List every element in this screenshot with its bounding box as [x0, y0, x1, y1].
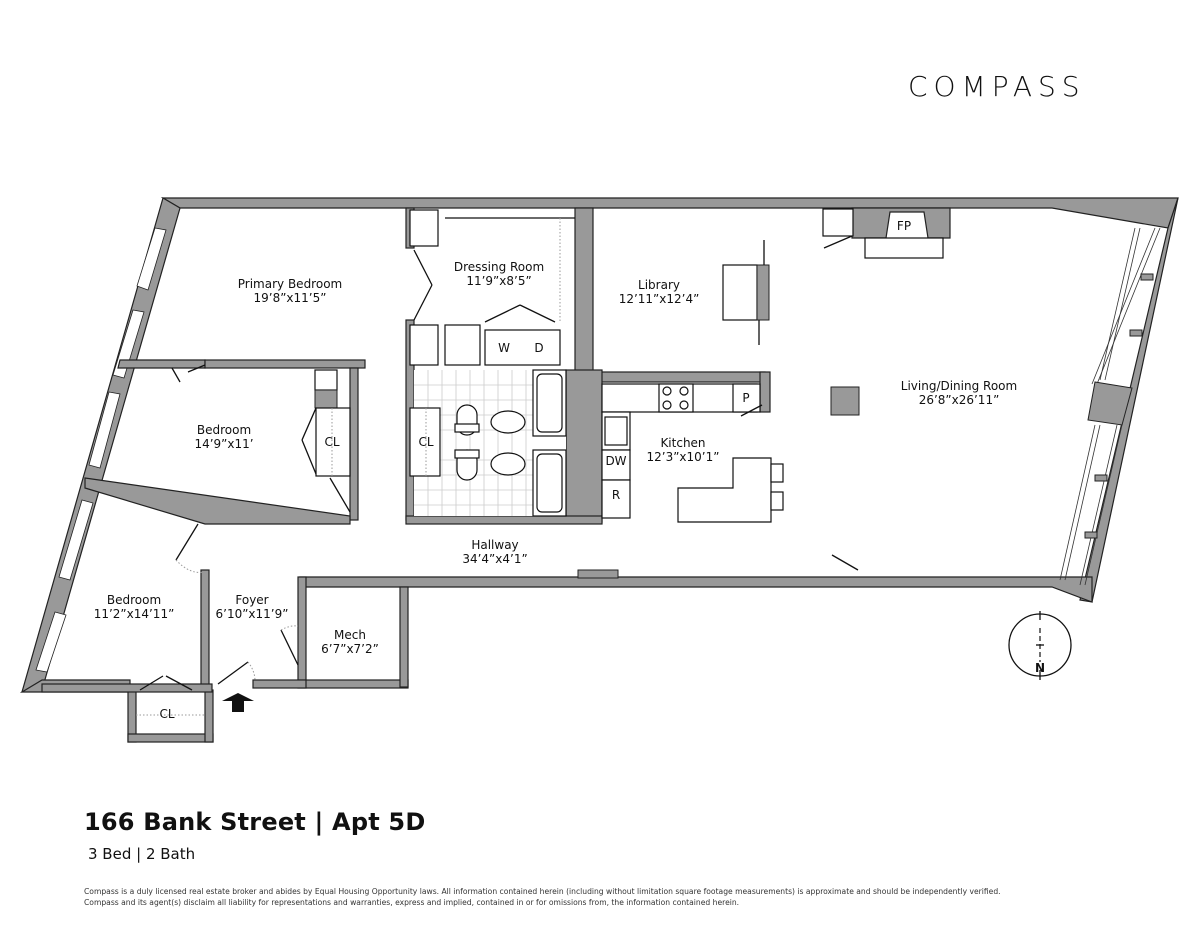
room-dims-dressing-room: 11’9”x8’5”: [466, 274, 531, 288]
room-name-dressing-room: Dressing Room: [454, 260, 544, 274]
disclaimer-line-2: Compass and its agent(s) disclaim all li…: [84, 898, 740, 907]
room-name-kitchen: Kitchen: [660, 436, 705, 450]
bedroom-closet: [301, 369, 351, 477]
room-dims-kitchen: 12’3”x10’1”: [647, 450, 720, 464]
right-windows: [1059, 227, 1161, 586]
bathrooms: [409, 369, 567, 517]
room-name-foyer: Foyer: [235, 593, 268, 607]
room-name-library: Library: [638, 278, 680, 292]
closet-label-bedroom: CL: [324, 435, 339, 449]
closet-label-bedroom-3: CL: [159, 707, 174, 721]
compass-north-label: N: [1035, 661, 1045, 675]
legal-disclaimer: Compass is a duly licensed real estate b…: [84, 886, 1184, 908]
refrigerator-label: R: [612, 488, 620, 502]
room-name-living-dining: Living/Dining Room: [901, 379, 1017, 393]
room-dims-bedroom-2: 14’9”x11’: [194, 437, 253, 451]
disclaimer-line-1: Compass is a duly licensed real estate b…: [84, 887, 1001, 896]
library-desk: [722, 208, 944, 345]
room-name-mech: Mech: [334, 628, 366, 642]
doors: [136, 235, 859, 716]
closet-label-bath: CL: [418, 435, 433, 449]
pantry-label: P: [742, 391, 749, 405]
room-labels: Primary Bedroom 19’8”x11’5” Dressing Roo…: [94, 260, 1018, 656]
listing-title: 166 Bank Street | Apt 5D: [84, 808, 426, 836]
room-dims-mech: 6’7”x7’2”: [321, 642, 379, 656]
room-dims-primary-bedroom: 19’8”x11’5”: [254, 291, 327, 305]
fixture-labels: FP W D CL CL CL DW R P N: [159, 219, 1045, 721]
dressing-fixtures: [409, 209, 575, 366]
kitchen-fixtures: [601, 383, 784, 523]
room-dims-living-dining: 26’8”x26’11”: [919, 393, 1000, 407]
room-dims-bedroom-3: 11’2”x14’11”: [94, 607, 175, 621]
room-name-hallway: Hallway: [471, 538, 518, 552]
dishwasher-label: DW: [605, 454, 626, 468]
room-dims-foyer: 6’10”x11’9”: [216, 607, 289, 621]
washer-label: W: [498, 341, 510, 355]
compass-rose-icon: [1008, 611, 1072, 680]
compass-logo: COMPASS: [908, 70, 1086, 103]
fireplace-label: FP: [897, 219, 911, 233]
floor-plan: Primary Bedroom 19’8”x11’5” Dressing Roo…: [19, 197, 1179, 743]
room-dims-hallway: 34’4”x4’1”: [462, 552, 527, 566]
room-name-bedroom-2: Bedroom: [197, 423, 251, 437]
room-name-bedroom-3: Bedroom: [107, 593, 161, 607]
listing-summary: 3 Bed | 2 Bath: [88, 845, 196, 863]
entry-arrow-icon: [222, 693, 254, 712]
left-windows: [35, 227, 167, 673]
room-name-primary-bedroom: Primary Bedroom: [238, 277, 342, 291]
dryer-label: D: [534, 341, 543, 355]
room-dims-library: 12’11”x12’4”: [619, 292, 700, 306]
